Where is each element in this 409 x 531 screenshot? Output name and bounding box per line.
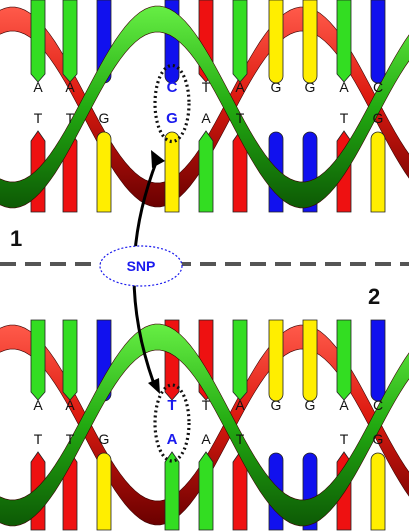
base-letter-top: A: [339, 79, 349, 95]
snp-arrowhead-up: [151, 150, 165, 168]
base-A-top: [336, 319, 352, 401]
base-A-bottom: [198, 130, 214, 213]
base-A-top: [30, 0, 46, 83]
base-A-top: [232, 0, 248, 83]
base-letter-top: T: [202, 397, 211, 413]
snp-callout-bubble: [99, 245, 183, 287]
base-C-top: [370, 319, 386, 402]
base-C-top: [370, 0, 386, 84]
base-G-top: [302, 319, 318, 402]
base-G-bottom: [164, 131, 180, 213]
base-G-bottom: [370, 452, 386, 531]
base-letter-top: A: [339, 397, 349, 413]
base-letter-bottom: G: [373, 110, 384, 126]
base-A-bottom: [198, 451, 214, 531]
base-letter-bottom: G: [99, 110, 110, 126]
base-letter-bottom: T: [66, 110, 75, 126]
base-letter-top: A: [33, 397, 43, 413]
snp-callout: SNP: [99, 245, 183, 287]
panel-1-label: 1: [10, 226, 22, 251]
base-A-top: [30, 319, 46, 401]
base-letter-top: C: [373, 79, 383, 95]
backbone-strand-green: [0, 5, 409, 209]
base-A-top: [62, 0, 78, 83]
base-letter-bottom: A: [201, 431, 211, 447]
base-letter-bottom: T: [236, 110, 245, 126]
snp-arrowhead-down: [148, 378, 160, 394]
base-letter-top: A: [65, 397, 75, 413]
base-letter-bottom: G: [99, 431, 110, 447]
base-A-top: [232, 319, 248, 401]
snp-highlight-ellipse: [153, 383, 191, 463]
base-letter-top: G: [305, 397, 316, 413]
base-letter-top: G: [271, 79, 282, 95]
base-letter-bottom: T: [34, 110, 43, 126]
base-letter-top: A: [65, 79, 75, 95]
base-letter-top: C: [373, 397, 383, 413]
base-letter-bottom: T: [340, 431, 349, 447]
backbone-strand-green: [0, 323, 409, 527]
base-letter-top: A: [33, 79, 43, 95]
base-A-top: [62, 319, 78, 401]
base-letter-top: G: [305, 79, 316, 95]
base-letter-bottom: G: [166, 110, 178, 127]
base-G-top: [302, 0, 318, 84]
base-G-top: [268, 0, 284, 84]
base-letter-top: T: [202, 79, 211, 95]
snp-label: SNP: [127, 258, 156, 274]
base-A-top: [336, 0, 352, 83]
base-letter-top: T: [167, 397, 176, 414]
snp-highlight-ellipse: [153, 63, 191, 144]
base-letter-bottom: T: [340, 110, 349, 126]
base-G-bottom: [96, 452, 112, 531]
base-G-top: [268, 319, 284, 402]
base-letter-bottom: T: [34, 431, 43, 447]
base-letter-top: G: [271, 397, 282, 413]
base-G-bottom: [370, 131, 386, 213]
base-letter-top: A: [235, 397, 245, 413]
base-letter-top: C: [167, 79, 178, 96]
base-letter-bottom: A: [201, 110, 211, 126]
base-letter-top: A: [235, 79, 245, 95]
base-letter-bottom: A: [167, 431, 178, 448]
base-A-bottom: [164, 451, 180, 531]
base-letter-bottom: T: [66, 431, 75, 447]
base-G-bottom: [96, 131, 112, 213]
panel-2-label: 2: [368, 284, 380, 309]
base-letter-bottom: T: [236, 431, 245, 447]
base-letter-bottom: G: [373, 431, 384, 447]
